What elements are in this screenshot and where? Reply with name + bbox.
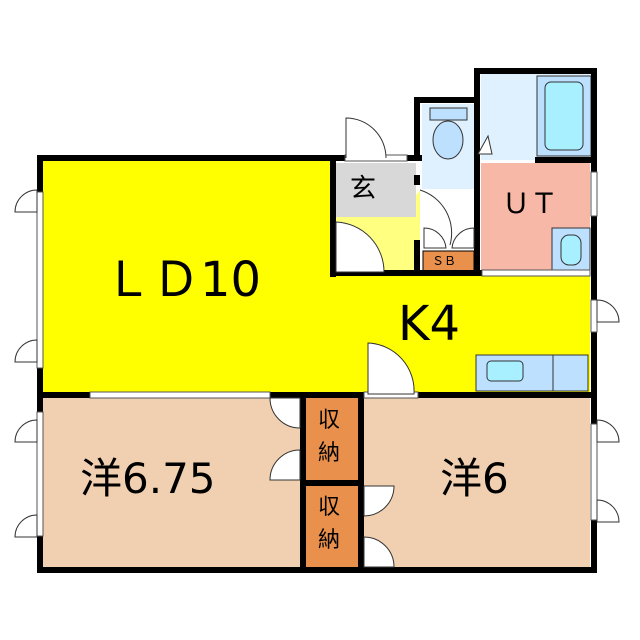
hall-door-icon xyxy=(335,221,385,273)
storage-2 xyxy=(306,486,358,568)
western-room-2-area xyxy=(362,396,590,570)
bathtub-inner xyxy=(544,81,584,151)
storage-1 xyxy=(306,398,358,480)
room2-door-icon xyxy=(367,342,415,395)
ld-window-swing-icon xyxy=(14,189,38,363)
western-room-2-label: 洋6 xyxy=(440,454,509,503)
bath-door-icon xyxy=(477,134,493,155)
washbasin-bowl xyxy=(560,234,582,266)
western-room-1-label: 洋6.75 xyxy=(80,454,216,503)
storage-1-label: 収納 xyxy=(318,408,341,466)
kitchen-door-icon xyxy=(596,299,620,323)
storage-2-label: 収納 xyxy=(318,495,341,553)
toilet-tank xyxy=(429,107,468,121)
kitchen-sink xyxy=(486,360,524,382)
ld-area xyxy=(40,158,332,394)
toilet-bowl-icon xyxy=(432,120,464,160)
western-room-1-area xyxy=(40,396,304,570)
room2-window-swing-icon xyxy=(596,419,620,523)
ld-label: ＬＤ10 xyxy=(104,252,262,308)
storage1-door-icon xyxy=(269,397,301,481)
sb-door-icon xyxy=(423,227,475,249)
entrance-floor xyxy=(336,163,416,217)
storage2-door-icon xyxy=(363,485,395,568)
entrance-door-icon xyxy=(345,117,387,159)
toilet-door-icon xyxy=(419,189,453,246)
shoe-box-label: ＳＢ xyxy=(432,254,457,268)
entrance-label: 玄 xyxy=(350,174,377,204)
utility-label: ＵＴ xyxy=(502,187,559,220)
kitchen-label: K4 xyxy=(398,296,461,352)
room1-window-swing-icon xyxy=(14,419,38,538)
door-swings xyxy=(14,117,620,568)
